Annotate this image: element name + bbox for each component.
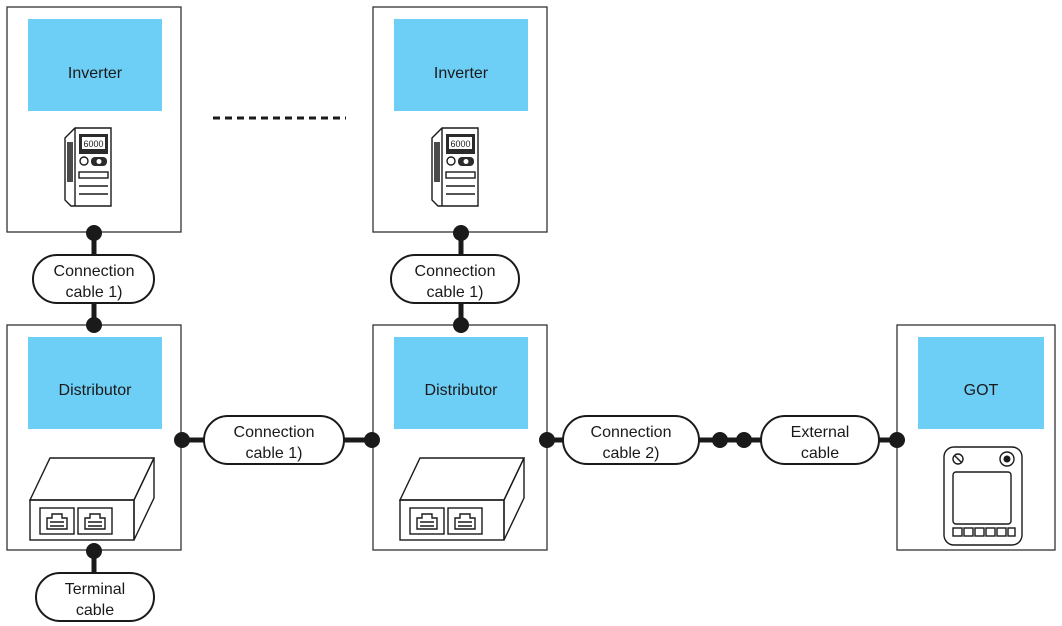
cable-label-inverter2-distributor2: Connection cable 1) <box>390 254 520 304</box>
cable-label-distributor1-distributor2: Connection cable 1) <box>203 415 345 465</box>
svg-text:External: External <box>791 424 850 441</box>
svg-text:Connection: Connection <box>591 424 672 441</box>
got-label-bg <box>918 337 1044 429</box>
cable-label-external: External cable <box>760 415 880 465</box>
connection-dots <box>86 225 905 559</box>
distributor-2-label-bg <box>394 337 528 429</box>
svg-text:Connection: Connection <box>54 263 135 280</box>
inverter-2-label: Inverter <box>434 65 489 82</box>
cable-label-inverter1-distributor1: Connection cable 1) <box>32 254 155 304</box>
svg-text:cable 1): cable 1) <box>66 284 123 301</box>
distributor-2-box: Distributor <box>372 324 548 551</box>
got-label: GOT <box>964 382 999 399</box>
inverter-1-box: Inverter <box>6 6 182 233</box>
svg-text:cable: cable <box>76 602 114 619</box>
svg-text:Connection: Connection <box>415 263 496 280</box>
svg-text:cable 1): cable 1) <box>246 445 303 462</box>
svg-text:Terminal: Terminal <box>65 581 125 598</box>
distributor-1-label-bg <box>28 337 162 429</box>
svg-text:cable 1): cable 1) <box>427 284 484 301</box>
inverter-1-label-bg <box>28 19 162 111</box>
cable-label-terminal: Terminal cable <box>35 572 155 622</box>
svg-text:cable 2): cable 2) <box>603 445 660 462</box>
distributor-1-box: Distributor <box>6 324 182 551</box>
inverter-2-label-bg <box>394 19 528 111</box>
got-box: GOT <box>896 324 1056 551</box>
inverter-1-label: Inverter <box>68 65 123 82</box>
got-panel-icon <box>943 446 1023 546</box>
distributor-2-label: Distributor <box>425 382 499 399</box>
svg-text:Connection: Connection <box>234 424 315 441</box>
inverter-2-box: Inverter <box>372 6 548 233</box>
svg-text:cable: cable <box>801 445 839 462</box>
cable-label-distributor2-got: Connection cable 2) <box>562 415 700 465</box>
distributor-1-label: Distributor <box>59 382 133 399</box>
